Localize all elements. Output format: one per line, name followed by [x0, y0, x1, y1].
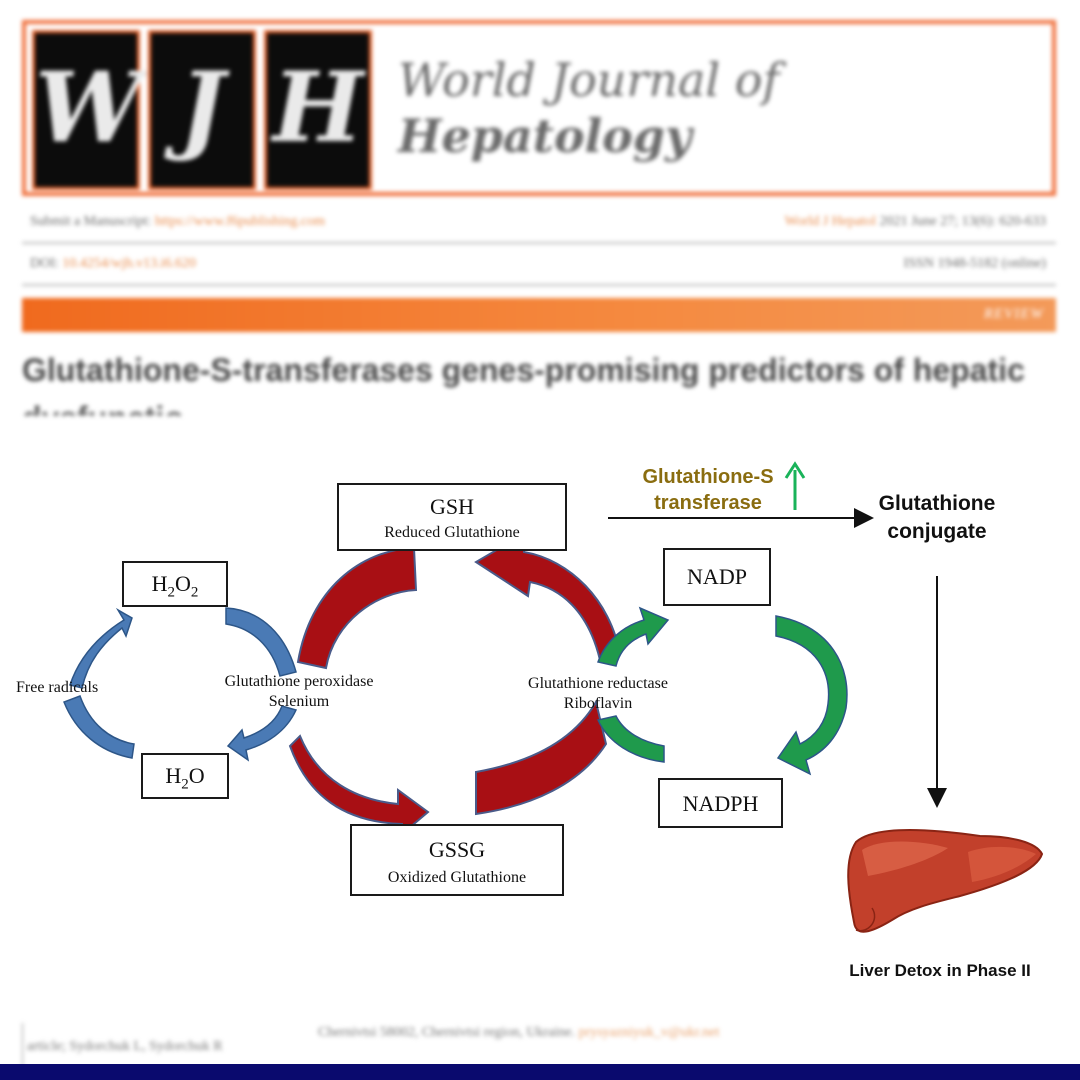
liver-icon — [847, 829, 1044, 933]
journal-header: W J H World Journal of Hepatology Submit… — [0, 0, 1080, 420]
green-arrow-reductase-to-nadp — [597, 606, 670, 667]
reductase-line2: Riboflavin — [563, 695, 633, 712]
gsh-sublabel: Reduced Glutathione — [384, 524, 520, 541]
red-arrow-peroxidase-to-gsh — [296, 546, 418, 670]
logo-letter-w: W — [32, 30, 143, 190]
doi-line: DOI: 10.4254/wjh.v13.i6.620 — [30, 256, 196, 272]
h2o2-sub2: 2 — [190, 584, 199, 601]
nadph-box: NADPH — [658, 778, 783, 828]
free-radicals-label: Free radicals — [16, 679, 99, 696]
blue-arrow-h2o2-into-peroxidase — [225, 607, 297, 677]
gssg-box: GSSG Oxidized Glutathione — [350, 824, 564, 896]
red-arrow-gssg-to-reductase — [475, 699, 608, 816]
blue-arrow-peroxidase-to-h2o — [226, 705, 298, 762]
green-arrow-nadp-to-nadph — [775, 615, 848, 776]
peroxidase-line2: Selenium — [268, 693, 330, 710]
footer-address: Chernivtsi 58002, Chernivtsi region, Ukr… — [318, 1025, 719, 1041]
logo-letter-h: H — [264, 30, 372, 190]
liver-caption: Liver Detox in Phase II — [849, 961, 1031, 980]
logo-letter-j: J — [148, 30, 256, 190]
gst-line2: transferase — [654, 492, 762, 514]
footer-email[interactable]: prysyazniyuk_v@ukr.net — [578, 1025, 720, 1040]
reductase-line1: Glutathione reductase — [528, 675, 668, 692]
journal-name-line1: World Journal of — [398, 53, 780, 107]
conjugate-line1: Glutathione — [878, 492, 996, 515]
blue-arrow-free-radicals-to-h2o2 — [69, 607, 133, 689]
h2o-box: H2O — [141, 753, 229, 799]
nadp-box: NADP — [663, 548, 771, 606]
h2o-sub1: 2 — [181, 776, 189, 793]
journal-name-line2: Hepatology — [398, 109, 692, 163]
h2o2-box: H2O2 — [122, 561, 228, 607]
diagram-arrows — [63, 461, 1044, 933]
red-arrow-reductase-to-gsh — [474, 532, 622, 662]
peroxidase-line1: Glutathione peroxidase — [224, 673, 374, 690]
submit-link[interactable]: https://www.f6publishing.com — [154, 214, 326, 229]
conjugate-label: Glutathione conjugate — [852, 490, 1022, 546]
header-divider-2 — [22, 284, 1056, 286]
journal-masthead: W J H World Journal of Hepatology — [22, 20, 1056, 196]
h2o2-o: O — [175, 571, 191, 596]
article-title: Glutathione-S-transferases genes-promisi… — [22, 352, 1025, 388]
header-divider — [22, 242, 1056, 244]
gssg-label: GSSG — [428, 837, 486, 862]
section-label: REVIEW — [983, 306, 1044, 322]
green-arrow-nadph-to-reductase — [596, 715, 665, 763]
nadp-label: NADP — [687, 564, 747, 589]
citation-journal: World J Hepatol — [784, 214, 877, 229]
issn: ISSN 1948-5182 (online) — [903, 256, 1046, 271]
gsh-label: GSH — [429, 494, 474, 519]
footer-left-block: article; Sydorchuk L, Sydorchuk R — [22, 1023, 293, 1069]
glutathione-cycle-diagram: GSH Reduced Glutathione GSSG Oxidized Gl… — [0, 440, 1080, 1020]
h2o-formula: H2O — [143, 764, 227, 796]
bottom-bar — [0, 1064, 1080, 1080]
submit-label: Submit a Manuscript: — [30, 214, 152, 229]
footer-address-text: Chernivtsi 58002, Chernivtsi region, Ukr… — [318, 1025, 576, 1040]
gsh-box: GSH Reduced Glutathione — [337, 483, 567, 551]
doi-label: DOI: — [30, 256, 59, 271]
conjugate-line2: conjugate — [887, 520, 987, 543]
citation-details: 2021 June 27; 13(6): 620-633 — [879, 214, 1046, 229]
h2o2-formula: H2O2 — [124, 572, 226, 604]
gssg-sublabel: Oxidized Glutathione — [387, 869, 527, 886]
citation-line: World J Hepatol 2021 June 27; 13(6): 620… — [785, 214, 1046, 230]
h2o2-sub1: 2 — [167, 584, 176, 601]
red-arrow-gssg-from-peroxidase — [288, 734, 430, 837]
header-fade — [0, 405, 1080, 445]
nadph-label: NADPH — [682, 791, 759, 816]
up-arrow-icon-head — [784, 461, 806, 479]
footer-left-text: article; Sydorchuk L, Sydorchuk R — [27, 1039, 223, 1054]
h2o-o: O — [188, 763, 205, 788]
section-bar: REVIEW — [22, 298, 1056, 332]
gst-line1: Glutathione-S — [642, 466, 774, 488]
h2o-h: H — [165, 763, 182, 788]
article-footer: article; Sydorchuk L, Sydorchuk R Cherni… — [0, 1015, 1080, 1069]
reductase-label: Glutathione reductase Riboflavin — [498, 674, 698, 714]
blue-arrow-to-free-radicals — [63, 695, 135, 759]
gst-label: Glutathione-S transferase — [618, 464, 798, 516]
journal-name: World Journal of Hepatology — [398, 52, 779, 164]
peroxidase-label: Glutathione peroxidase Selenium — [196, 672, 402, 712]
doi-link[interactable]: 10.4254/wjh.v13.i6.620 — [62, 256, 197, 271]
h2o2-h: H — [151, 571, 168, 596]
submit-line: Submit a Manuscript: https://www.f6publi… — [30, 214, 325, 230]
